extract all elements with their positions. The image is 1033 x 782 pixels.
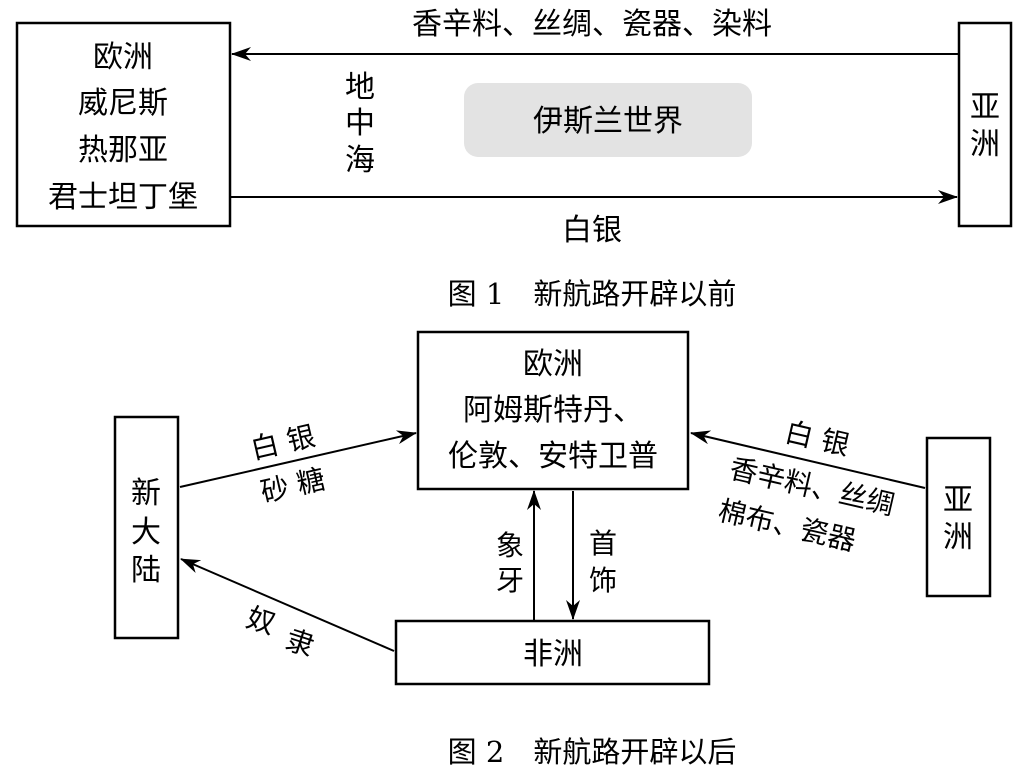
ivory-label-2: 牙 [496,564,524,597]
figure-1: 欧洲 威尼斯 热那亚 君士坦丁堡 亚 洲 香辛料、丝绸、瓷器、染料 白银 地 中… [15,7,1013,311]
london-antwerp-label: 伦敦、安特卫普 [448,439,658,474]
islamic-world-badge [464,83,752,157]
asia-box-fig1 [957,21,1013,228]
new-world-label-1: 新 [131,476,161,511]
islamic-world-label: 伊斯兰世界 [533,104,683,139]
constantinople-label: 君士坦丁堡 [48,180,198,215]
jewelry-label-1: 首 [589,527,617,560]
new-world-box [113,415,180,640]
africa-box [394,619,711,686]
venice-label: 威尼斯 [78,86,168,121]
sea-label-2: 中 [345,106,375,141]
arrow-asia-to-europe-fig2 [690,430,926,489]
silver-label-fig1: 白银 [562,213,622,248]
figure-1-caption: 图 1 新航路开辟以前 [448,277,737,311]
jewelry-label-2: 饰 [589,564,617,597]
europe-box-fig1 [15,21,232,228]
europe-label: 欧洲 [93,40,153,75]
europe-box-fig2 [416,330,690,491]
asia-label-1: 亚 [970,90,1000,125]
sea-label-1: 地 [345,70,375,105]
asia-label-fig2-2: 洲 [943,520,973,555]
new-world-label-2: 大 [131,515,161,550]
asia-label-2: 洲 [970,127,1000,162]
sea-label-3: 海 [345,143,375,178]
arrow-newworld-to-europe [179,430,417,488]
figure-2-caption: 图 2 新航路开辟以后 [448,735,737,769]
silver-label-asia: 白 银 [782,415,853,462]
africa-label: 非洲 [523,637,583,672]
figure-2: 欧洲 阿姆斯特丹、 伦敦、安特卫普 新 大 陆 亚 洲 非洲 白 银 砂 糖 白… [113,330,992,769]
asia-label-fig2-1: 亚 [943,483,973,518]
silver-label-newworld: 白 银 [248,419,319,466]
new-world-label-3: 陆 [131,553,161,588]
ivory-label-1: 象 [496,529,524,562]
sugar-label: 砂 糖 [258,462,329,509]
europe-label-fig2: 欧洲 [523,347,583,382]
genoa-label: 热那亚 [78,133,168,168]
amsterdam-label: 阿姆斯特丹、 [463,393,643,428]
asia-box-fig2 [925,436,992,598]
slaves-label-2: 隶 [282,623,319,663]
slaves-label-1: 奴 [243,601,280,641]
goods-to-europe-label: 香辛料、丝绸、瓷器、染料 [412,7,772,42]
arrow-africa-to-newworld [180,558,395,652]
